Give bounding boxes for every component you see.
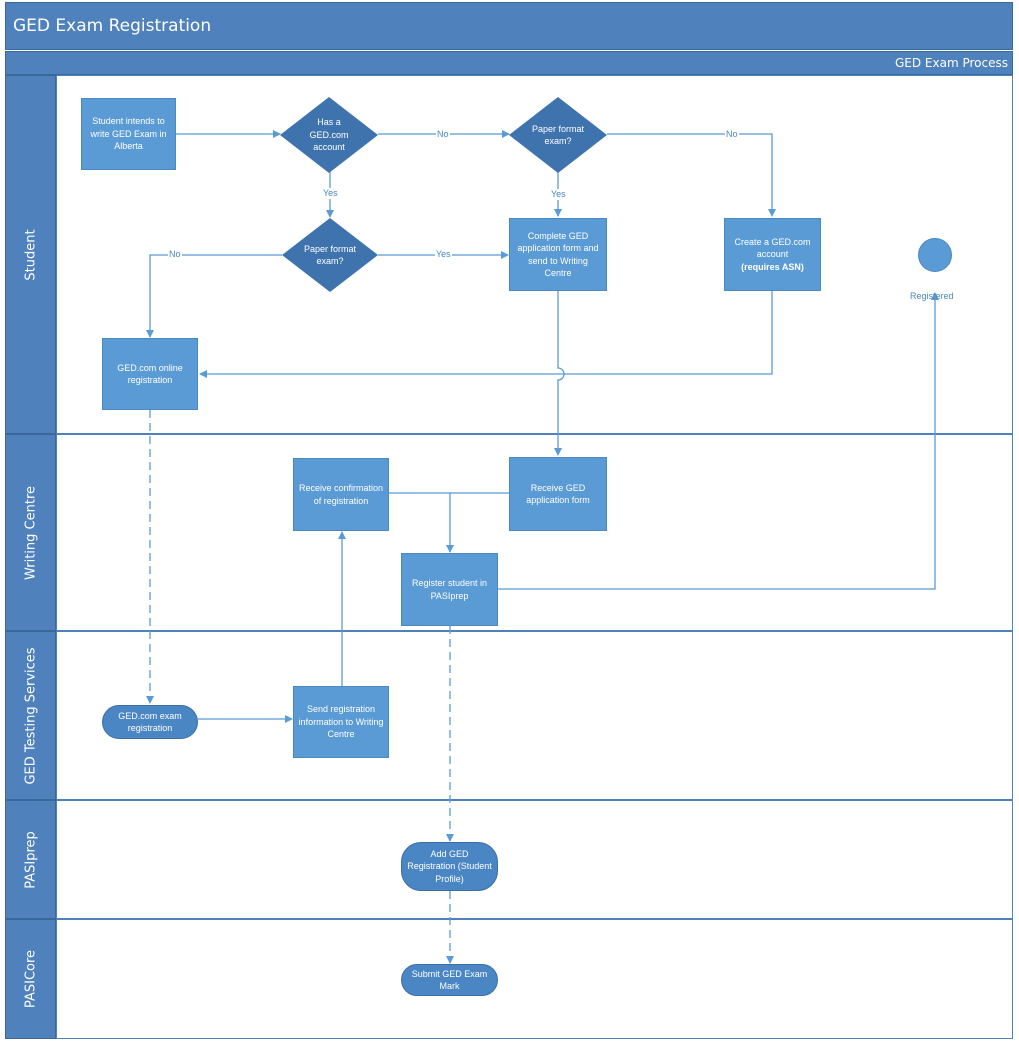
edge-paper-mid-no	[146, 254, 282, 338]
decision-label: Paper format exam?	[303, 243, 357, 267]
process-label: Receive GED application form	[526, 482, 590, 506]
process-receive-form: Receive GED application form	[509, 457, 607, 531]
edge-label-yes: Yes	[550, 189, 567, 200]
process-label: Receive confirmation of registration	[298, 483, 384, 506]
process-complete-form: Complete GED application form and send t…	[509, 218, 607, 291]
event-add-registration: Add GED Registration (Student Profile)	[401, 842, 498, 891]
process-label: Create a GED.com account(requires ASN)	[729, 236, 816, 274]
process-label: GED.com online registration	[117, 362, 183, 386]
edge-label-yes: Yes	[322, 188, 339, 199]
decision-label: Paper format exam?	[531, 123, 585, 147]
process-header: GED Exam Process	[5, 51, 1013, 75]
edge-account-to-online	[199, 291, 773, 378]
diamond-icon	[280, 97, 378, 173]
decision-label: Has a GED.com account	[309, 117, 349, 153]
process-label: Add GED Registration (Student Profile)	[407, 848, 492, 884]
process-student-intends: Student intends to write GED Exam in Alb…	[81, 98, 176, 170]
diamond-icon	[509, 97, 607, 173]
edge-label-no: No	[725, 129, 739, 140]
lane-pasicore	[56, 919, 1013, 1039]
lane-label-ged-testing-services: GED Testing Services	[5, 631, 56, 800]
diagram-title-bar: GED Exam Registration	[5, 2, 1013, 50]
event-ged-exam-registration: GED.com exam registration	[102, 705, 198, 739]
edge-paper-top-no	[607, 133, 776, 217]
lane-label-writing-centre: Writing Centre	[5, 434, 56, 631]
diamond-icon	[282, 218, 378, 292]
process-label: GED.com exam registration	[118, 710, 182, 734]
end-event-registered	[918, 238, 952, 272]
process-label: Submit GED Exam Mark	[411, 968, 488, 992]
process-register-student: Register student in PASIprep	[401, 553, 498, 626]
event-submit-mark: Submit GED Exam Mark	[401, 964, 498, 996]
end-event-label: Registered	[910, 291, 954, 301]
lane-label-student: Student	[5, 75, 56, 434]
process-send-info: Send registration information to Writing…	[293, 686, 389, 758]
process-label: Complete GED application form and send t…	[517, 230, 599, 279]
process-create-account: Create a GED.com account(requires ASN)	[724, 218, 821, 291]
decision-paper-format-top: Paper format exam?	[509, 97, 607, 173]
edge-label-no: No	[436, 129, 450, 140]
edge-register-to-registered	[498, 292, 939, 590]
process-online-registration: GED.com online registration	[102, 338, 198, 410]
process-label-note: (requires ASN)	[741, 261, 804, 272]
diagram-title: GED Exam Registration	[13, 16, 212, 36]
lane-label-pasiprep: PASIprep	[5, 800, 56, 919]
process-label: Register student in PASIprep	[411, 578, 488, 601]
process-label: Send registration information to Writing…	[298, 704, 384, 740]
decision-has-ged-account: Has a GED.com account	[280, 97, 378, 173]
edge-form-to-receive	[554, 291, 565, 456]
edge-label-yes: Yes	[435, 249, 452, 260]
process-receive-confirmation: Receive confirmation of registration	[293, 458, 389, 531]
process-label: Student intends to write GED Exam in Alb…	[90, 116, 167, 152]
process-name: GED Exam Process	[895, 56, 1008, 70]
lane-pasiprep	[56, 800, 1013, 919]
edge-label-no: No	[168, 249, 182, 260]
process-label-line: Create a GED.com account	[734, 236, 811, 260]
decision-paper-format-mid: Paper format exam?	[282, 218, 378, 292]
lane-ged-testing-services	[56, 631, 1013, 800]
lane-label-pasicore: PASICore	[5, 919, 56, 1039]
